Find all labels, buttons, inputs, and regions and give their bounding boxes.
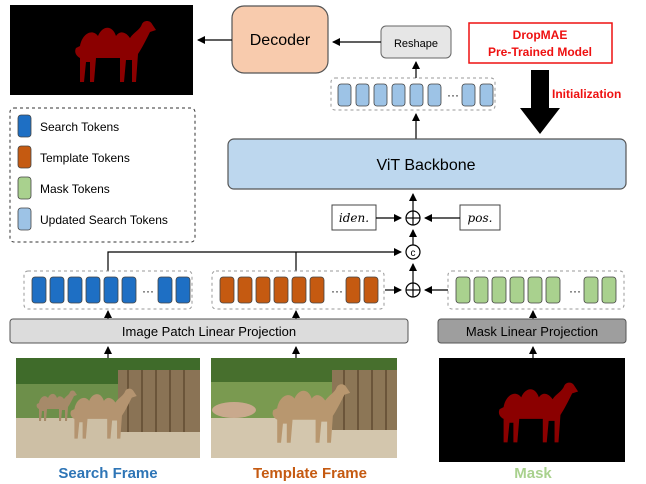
updated-search-token <box>461 83 476 107</box>
legend-label: Search Tokens <box>40 120 119 134</box>
updated-search-token <box>479 83 494 107</box>
template-frame-title: Template Frame <box>253 465 367 482</box>
concat-label: c <box>411 248 416 259</box>
template-token <box>363 276 379 304</box>
legend <box>9 107 196 243</box>
legend-label: Updated Search Tokens <box>40 213 168 227</box>
iden-box <box>331 204 377 231</box>
search-frame-image <box>16 358 200 458</box>
template-token <box>255 276 271 304</box>
template-token <box>219 276 235 304</box>
mask-token <box>527 276 543 304</box>
template-tokens-group <box>211 270 385 310</box>
search-token <box>121 276 137 304</box>
mask-projection-label: Mask Linear Projection <box>466 324 598 339</box>
template-tokens <box>219 276 379 304</box>
search-tokens-group <box>23 270 193 310</box>
initialization-arrow <box>520 70 560 134</box>
search-token <box>103 276 119 304</box>
search-token <box>31 276 47 304</box>
search-token <box>175 276 191 304</box>
updated-search-token <box>355 83 370 107</box>
search-token <box>157 276 173 304</box>
mask-tokens-ellipsis: ··· <box>569 284 581 298</box>
image-patch-projection-box <box>9 318 409 344</box>
image-patch-projection-label: Image Patch Linear Projection <box>122 324 296 339</box>
search-token <box>67 276 83 304</box>
dropmae-subtitle: Pre-Trained Model <box>488 45 592 59</box>
updated-search-token <box>337 83 352 107</box>
vit-backbone-box <box>227 138 627 190</box>
search-tokens <box>31 276 191 304</box>
updated-search-tokens <box>337 83 494 107</box>
search-tokens-ellipsis: ··· <box>142 284 154 298</box>
updated-search-token <box>427 83 442 107</box>
reshape-label: Reshape <box>394 38 438 50</box>
search-token <box>85 276 101 304</box>
updated-search-token <box>373 83 388 107</box>
legend-swatch <box>17 114 32 138</box>
template-token <box>291 276 307 304</box>
dropmae-title: DropMAE <box>513 28 568 42</box>
mask-token <box>473 276 489 304</box>
pos-label: pos. <box>468 211 493 225</box>
mask-token <box>545 276 561 304</box>
updated-tokens-ellipsis: ··· <box>447 88 459 102</box>
search-to-concat-arrow <box>107 248 402 271</box>
search-frame-title: Search Frame <box>58 465 157 482</box>
search-token <box>49 276 65 304</box>
initialization-label: Initialization <box>552 87 621 101</box>
template-frame-image <box>211 358 397 458</box>
legend-swatch <box>17 145 32 169</box>
legend-swatch <box>17 207 32 231</box>
mask-token <box>491 276 507 304</box>
legend-label: Mask Tokens <box>40 182 110 196</box>
mask-token <box>455 276 471 304</box>
mask-projection-box <box>437 318 627 344</box>
legend-label: Template Tokens <box>40 151 130 165</box>
iden-label: iden. <box>339 211 369 225</box>
mask-tokens <box>455 276 617 304</box>
pos-box <box>459 204 501 231</box>
vit-backbone-label: ViT Backbone <box>376 157 475 174</box>
updated-search-token <box>391 83 406 107</box>
template-token <box>237 276 253 304</box>
mask-token <box>509 276 525 304</box>
legend-swatch <box>17 176 32 200</box>
updated-search-token <box>409 83 424 107</box>
template-token <box>345 276 361 304</box>
mask-token <box>601 276 617 304</box>
dropmae-box <box>468 22 613 64</box>
template-tokens-ellipsis: ··· <box>331 284 343 298</box>
mask-frame-title: Mask <box>514 465 552 482</box>
decoder-label: Decoder <box>250 32 311 49</box>
mask-token <box>583 276 599 304</box>
template-token <box>309 276 325 304</box>
mask-tokens-group <box>447 270 625 310</box>
updated-search-tokens-group <box>330 77 496 111</box>
template-token <box>273 276 289 304</box>
